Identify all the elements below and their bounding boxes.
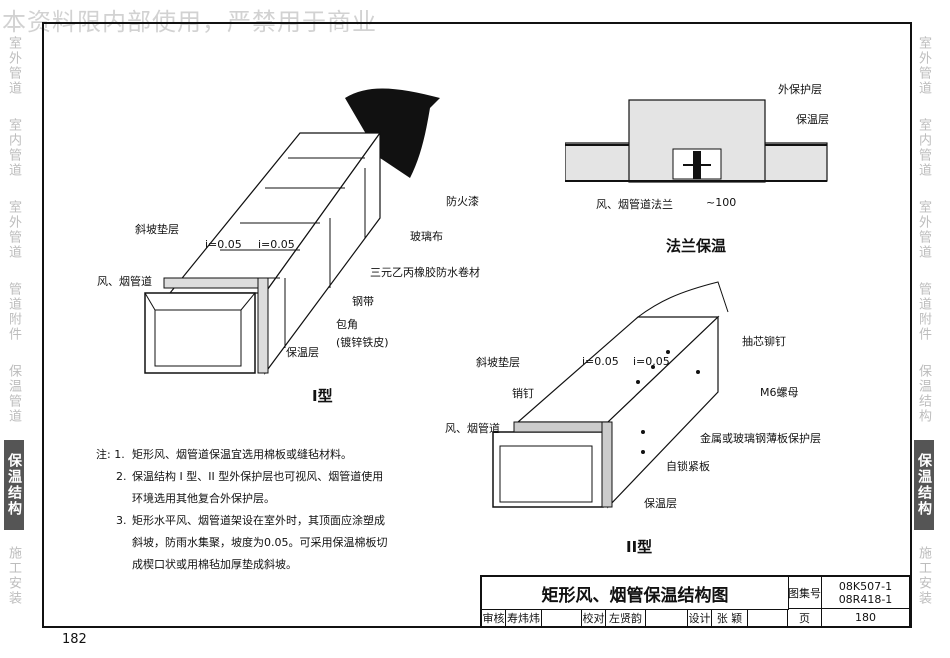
- side-tab[interactable]: 施工安装: [6, 546, 21, 606]
- label-slope2-1: i=0.05: [258, 238, 295, 251]
- side-tab[interactable]: 室内管道: [6, 118, 21, 178]
- side-tab[interactable]: 保温管道: [6, 364, 21, 424]
- note-line: 矩形水平风、烟管道架设在室外时，其顶面应涂塑成: [132, 514, 385, 527]
- caption-flange: 法兰保温: [666, 237, 727, 255]
- type2-drawing: [492, 281, 729, 509]
- reviewer: 寿炜炜: [506, 609, 542, 627]
- note-line: 保温结构 I 型、II 型外保护层也可视风、烟管道使用: [132, 470, 384, 483]
- label-glass-cloth: 玻璃布: [410, 230, 443, 243]
- side-tab[interactable]: 保温结构: [916, 364, 931, 424]
- label-slope-pad-1: 斜坡垫层: [135, 223, 179, 236]
- caption-type1: I型: [312, 387, 333, 405]
- note-line: 成楔口状或用棉毡加厚垫成斜坡。: [132, 558, 297, 571]
- checker: 左贤韵: [606, 609, 646, 627]
- side-tab[interactable]: 室外管道: [6, 36, 21, 96]
- note-line: 斜坡，防雨水集聚，坡度为0.05。可采用保温棉板切: [132, 536, 388, 549]
- label-outer-protect: 外保护层: [778, 83, 822, 96]
- drawing-title: 矩形风、烟管保温结构图: [482, 577, 789, 610]
- label-slope2-2: i=0.05: [633, 355, 670, 368]
- side-tab[interactable]: 室外管道: [916, 36, 931, 96]
- side-tab[interactable]: 室内管道: [916, 118, 931, 178]
- label-slope-pad-2: 斜坡垫层: [476, 356, 520, 369]
- note-line: 环境选用其他复合外保护层。: [132, 492, 275, 505]
- atlas-number-2: 08R418-1: [838, 592, 893, 606]
- side-tab[interactable]: 保温结构: [4, 440, 24, 530]
- note-num: 3.: [116, 514, 127, 527]
- label-insulation-flange: 保温层: [796, 113, 829, 126]
- label-pin: 销钉: [512, 387, 534, 400]
- side-tab[interactable]: 保温结构: [914, 440, 934, 530]
- atlas-numbers: 08K507-1 08R418-1: [822, 577, 910, 609]
- label-insulation-1: 保温层: [286, 346, 319, 359]
- note-num: 1.: [114, 448, 125, 461]
- label-corner-wrap-note: (镀锌铁皮): [336, 336, 389, 349]
- notes-prefix: 注:: [96, 448, 111, 461]
- label-corner-wrap: 包角: [336, 318, 358, 331]
- note-1: 注: 1. 矩形风、烟管道保温宜选用棉板或缝毡材料。: [96, 444, 396, 466]
- note-2: 2. 保温结构 I 型、II 型外保护层也可视风、烟管道使用: [96, 466, 396, 488]
- designer: 张 颖: [712, 609, 748, 627]
- note-num: 2.: [116, 470, 127, 483]
- designer-signature: [748, 609, 788, 627]
- sidebar-right: 室外管道室内管道室外管道管道附件保温结构保温结构施工安装: [914, 30, 948, 622]
- label-slope1-2: i=0.05: [582, 355, 619, 368]
- page-number: 182: [62, 632, 87, 647]
- label-slope1-1: i=0.05: [205, 238, 242, 251]
- design-label: 设计: [688, 609, 712, 627]
- label-duct-2: 风、烟管道: [445, 422, 500, 435]
- insulation-hatch: [163, 277, 269, 289]
- label-dimension: ~100: [706, 196, 737, 209]
- label-insulation-2: 保温层: [644, 497, 677, 510]
- notes: 注: 1. 矩形风、烟管道保温宜选用棉板或缝毡材料。 2. 保温结构 I 型、I…: [96, 444, 396, 576]
- note-line: 矩形风、烟管道保温宜选用棉板或缝毡材料。: [132, 448, 352, 461]
- label-m6-nut: M6螺母: [760, 386, 799, 399]
- flange-drawing: [565, 99, 828, 183]
- checker-signature: [646, 609, 688, 627]
- title-block: 矩形风、烟管保温结构图 图集号 08K507-1 08R418-1 审核 寿炜炜…: [480, 575, 910, 627]
- side-tab[interactable]: 室外管道: [6, 200, 21, 260]
- side-tab[interactable]: 施工安装: [916, 546, 931, 606]
- label-steel-strap: 钢带: [352, 295, 374, 308]
- sheet-page: 180: [822, 609, 910, 627]
- label-metal-sheet: 金属或玻璃钢薄板保护层: [700, 432, 821, 445]
- label-epdm: 三元乙丙橡胶防水卷材: [370, 266, 480, 279]
- caption-type2: II型: [626, 538, 653, 556]
- type1-drawing: [144, 88, 440, 375]
- note-3: 3. 矩形水平风、烟管道架设在室外时，其顶面应涂塑成: [96, 510, 396, 532]
- label-self-lock: 自锁紧板: [666, 460, 710, 473]
- reviewer-signature: [542, 609, 582, 627]
- label-blind-rivet: 抽芯铆钉: [742, 335, 786, 348]
- label-fireproof-paint: 防火漆: [446, 195, 479, 208]
- drawing-frame: [42, 22, 912, 628]
- sidebar-left: 室外管道室内管道室外管道管道附件保温管道保温结构施工安装: [4, 30, 38, 622]
- review-label: 审核: [482, 609, 506, 627]
- check-label: 校对: [582, 609, 606, 627]
- page-label: 页: [788, 609, 822, 627]
- label-duct-1: 风、烟管道: [97, 275, 152, 288]
- side-tab[interactable]: 室外管道: [916, 200, 931, 260]
- side-tab[interactable]: 管道附件: [6, 282, 21, 342]
- atlas-label: 图集号: [788, 577, 822, 609]
- fireproof-paint-fill: [345, 88, 440, 178]
- label-duct-flange: 风、烟管道法兰: [596, 198, 673, 211]
- atlas-number-1: 08K507-1: [838, 579, 893, 593]
- side-tab[interactable]: 管道附件: [916, 282, 931, 342]
